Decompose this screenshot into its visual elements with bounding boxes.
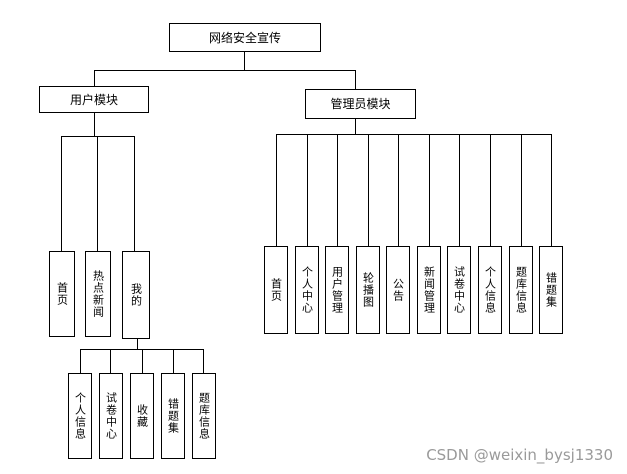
mine-node-exam-center-label: 试卷中心 [104,392,118,440]
user-node-home: 首页 [49,251,75,337]
admin-node-personal-center-label: 个人中心 [300,266,314,314]
user-node-hot-news: 热点新闻 [85,251,111,337]
mine-node-question-bank-label: 题库信息 [197,392,211,440]
mine-node-wrong-questions: 错题集 [161,373,185,459]
admin-node-carousel-label: 轮播图 [361,272,375,308]
admin-node-question-bank-label: 题库信息 [514,266,528,314]
admin-node-home: 首页 [264,246,288,334]
watermark: CSDN @weixin_bysj1330 [426,446,613,464]
user-node-home-label: 首页 [55,282,69,306]
mine-node-exam-center: 试卷中心 [99,373,123,459]
admin-node-personal-info-label: 个人信息 [483,266,497,314]
admin-node-user-management-label: 用户管理 [330,266,344,314]
mine-node-personal-info: 个人信息 [68,373,92,459]
user-module-label: 用户模块 [69,92,118,107]
admin-node-announcement-label: 公告 [391,278,405,302]
admin-node-exam-center: 试卷中心 [447,246,471,334]
admin-node-question-bank: 题库信息 [509,246,533,334]
admin-node-home-label: 首页 [269,278,283,302]
mine-node-wrong-questions-label: 错题集 [166,398,180,434]
user-node-mine: 我的 [122,251,150,339]
admin-node-personal-center: 个人中心 [295,246,319,334]
mine-node-personal-info-label: 个人信息 [73,392,87,440]
admin-node-user-management: 用户管理 [325,246,349,334]
admin-node-announcement: 公告 [386,246,410,334]
user-module-node: 用户模块 [39,86,149,113]
admin-node-personal-info: 个人信息 [478,246,502,334]
admin-node-news-management-label: 新闻管理 [422,266,436,314]
admin-node-wrong-questions: 错题集 [539,246,563,334]
mine-node-favorites-label: 收藏 [135,404,149,428]
admin-module-label: 管理员模块 [330,97,391,111]
root-node: 网络安全宣传 [169,23,321,52]
user-node-hot-news-label: 热点新闻 [91,270,105,318]
root-label: 网络安全宣传 [208,30,281,45]
mine-node-favorites: 收藏 [130,373,154,459]
user-node-mine-label: 我的 [129,283,143,307]
admin-module-node: 管理员模块 [305,89,416,119]
admin-node-carousel: 轮播图 [356,246,380,334]
admin-node-wrong-questions-label: 错题集 [544,272,558,308]
admin-node-news-management: 新闻管理 [417,246,441,334]
admin-node-exam-center-label: 试卷中心 [452,266,466,314]
mine-node-question-bank: 题库信息 [192,373,216,459]
